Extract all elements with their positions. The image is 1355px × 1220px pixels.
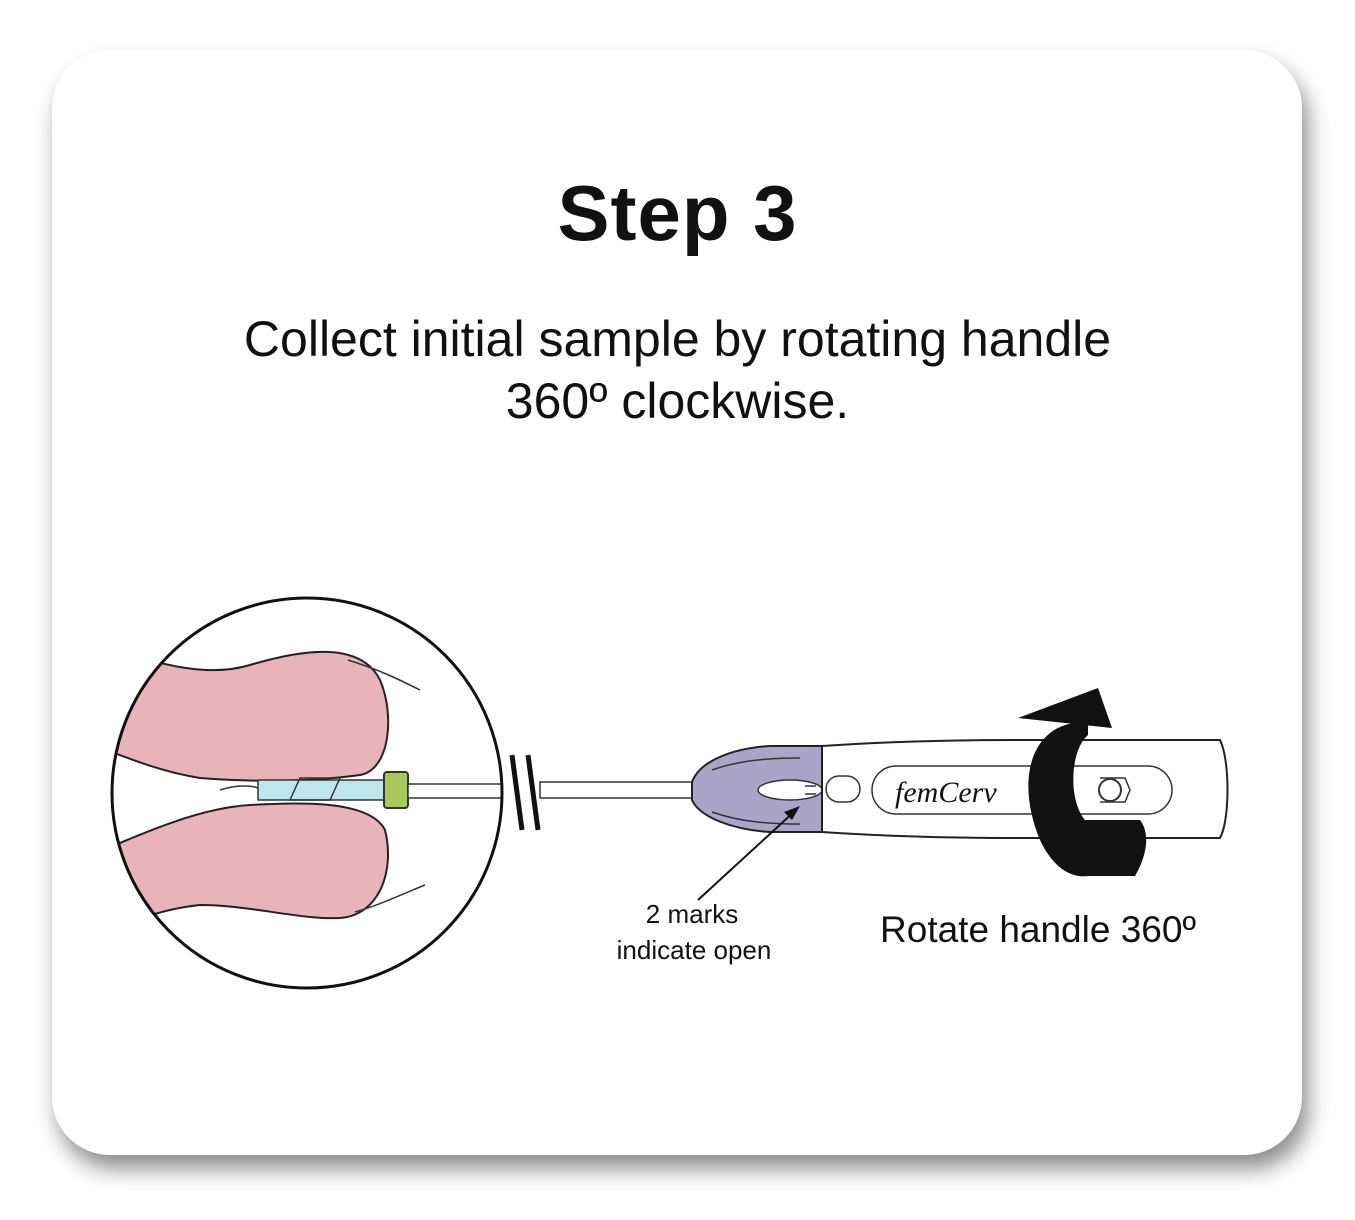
clockwise-rotation-arrow-icon [1018,688,1147,877]
rotate-label: Rotate handle 360º [880,909,1196,950]
instruction-line-2: 360º clockwise. [505,373,850,429]
marks-pointer-arrow [697,806,800,901]
device-handle: femCerv [821,739,1229,839]
break-marks [509,754,541,831]
instruction-text: Collect initial sample by rotating handl… [150,308,1205,432]
magnified-cervix-view [110,596,504,990]
lower-tissue-shape [112,802,389,952]
step-title: Step 3 [557,169,798,257]
brush-tip [257,779,387,801]
device-shaft [539,781,701,799]
upper-tissue-shape [112,638,390,782]
marks-label-line-1: 2 marks [646,899,738,929]
brand-label: femCerv [895,776,997,809]
marks-label-line-2: indicate open [617,935,772,965]
device-logo-icon [1098,777,1131,803]
green-collar [383,771,409,809]
brand-window [871,765,1173,815]
instruction-line-1: Collect initial sample by rotating handl… [243,311,1112,367]
purple-cap [691,745,823,833]
